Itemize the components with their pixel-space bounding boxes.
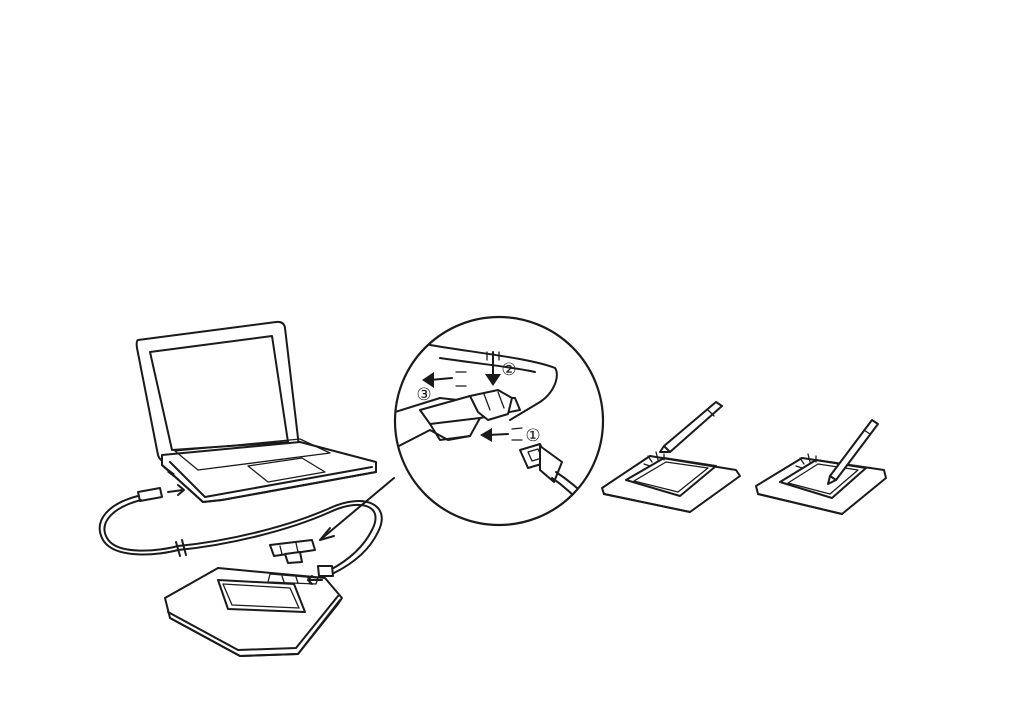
- signature-tablet: [165, 568, 342, 656]
- pen-icon: [660, 402, 722, 452]
- laptop-illustration: [0, 322, 376, 502]
- pen-hover-illustration: [602, 402, 740, 512]
- usb-cable: [100, 485, 382, 576]
- pen-touch-illustration: [756, 420, 886, 514]
- cable-clip: [270, 540, 315, 563]
- step-1-label: ①: [525, 426, 540, 446]
- step-3-label: ③: [416, 385, 431, 405]
- step-2-label: ②: [501, 360, 516, 380]
- magnified-port-detail: ③ ② ①: [395, 317, 603, 525]
